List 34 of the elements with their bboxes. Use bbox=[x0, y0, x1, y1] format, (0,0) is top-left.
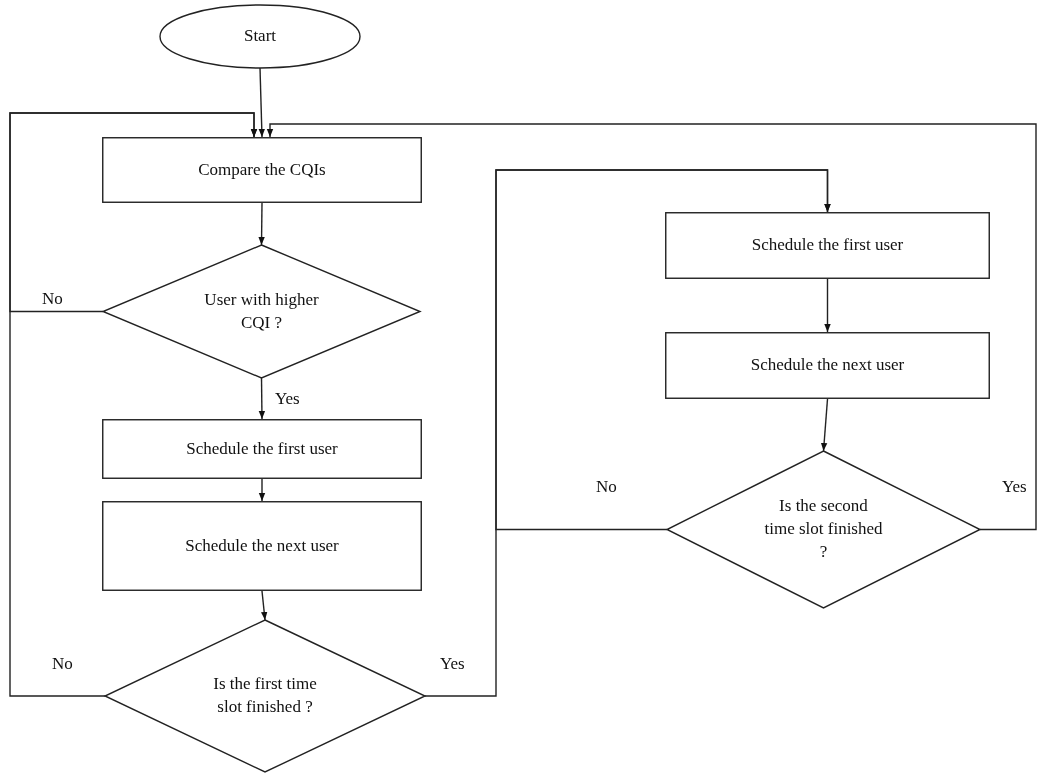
node-text: Is the first time slot finished ? bbox=[212, 673, 318, 718]
node-text: Compare the CQIs bbox=[197, 158, 327, 181]
process-box bbox=[102, 419, 422, 479]
edge-label: Yes bbox=[440, 655, 465, 672]
arrow bbox=[261, 590, 268, 621]
arrow bbox=[495, 169, 831, 531]
arrow bbox=[266, 123, 1037, 531]
arrow bbox=[258, 377, 266, 420]
start-ellipse bbox=[160, 5, 360, 68]
edge-label: No bbox=[42, 290, 63, 307]
edge-label: Yes bbox=[275, 390, 300, 407]
node-text: Schedule the first user bbox=[185, 437, 339, 460]
node-text: User with higher CQI ? bbox=[203, 288, 320, 334]
process-box bbox=[102, 137, 422, 203]
arrow bbox=[258, 67, 265, 138]
node-text: Schedule the next user bbox=[184, 534, 340, 557]
arrow bbox=[9, 112, 258, 697]
arrow bbox=[258, 478, 266, 502]
edge-label: No bbox=[596, 478, 617, 495]
node-text: Start bbox=[242, 25, 278, 48]
process-box bbox=[665, 332, 990, 399]
edge-label: No bbox=[52, 655, 73, 672]
decision-diamond bbox=[105, 620, 425, 772]
decision-diamond bbox=[667, 451, 980, 608]
process-box bbox=[102, 501, 422, 591]
arrow bbox=[824, 278, 831, 333]
decision-diamond bbox=[103, 245, 420, 378]
process-box bbox=[665, 212, 990, 279]
arrow bbox=[258, 202, 265, 246]
edge-label: Yes bbox=[1002, 478, 1027, 495]
node-text: Is the second time slot finished ? bbox=[763, 495, 884, 563]
node-text: Schedule the first user bbox=[750, 234, 905, 257]
node-text: Schedule the next user bbox=[749, 354, 906, 377]
arrow bbox=[820, 398, 829, 452]
